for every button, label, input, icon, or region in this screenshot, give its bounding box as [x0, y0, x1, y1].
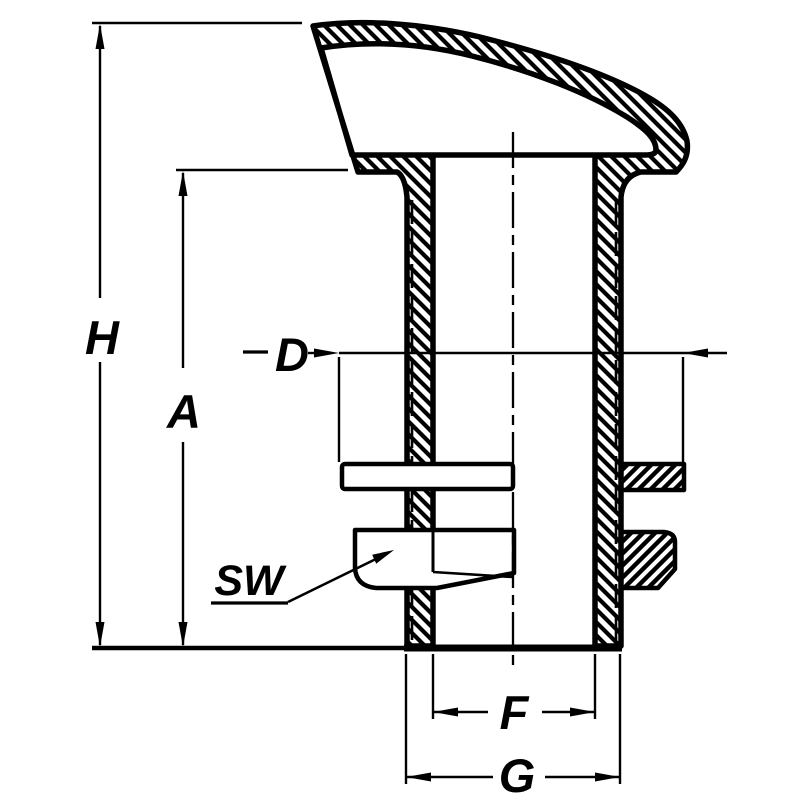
arrowhead-D-right — [683, 348, 708, 358]
arrowhead-H-down — [95, 622, 105, 647]
washer-section — [618, 461, 687, 493]
arrowhead-G-right — [595, 772, 620, 782]
callout-SW — [211, 555, 381, 605]
label-F: F — [500, 686, 530, 739]
dimension-A — [176, 168, 348, 645]
arrowhead-F-right — [570, 707, 595, 717]
washer-front-view — [339, 461, 516, 492]
arrowhead-G-left — [406, 772, 431, 782]
arrowhead-SW — [372, 550, 394, 564]
arrowhead-A-up — [178, 171, 188, 196]
label-G: G — [499, 749, 536, 800]
hex-nut-section — [618, 529, 678, 591]
arrowhead-D-left — [314, 348, 339, 358]
label-D: D — [275, 328, 309, 381]
arrowhead-A-down — [178, 622, 188, 647]
label-SW: SW — [214, 557, 287, 605]
label-H: H — [85, 311, 120, 364]
SW-leader-line — [287, 555, 381, 604]
nut-chamfer-line — [432, 570, 513, 579]
arrowhead-H-up — [95, 24, 105, 49]
arrowhead-F-left — [433, 707, 458, 717]
label-A: A — [166, 385, 201, 438]
dimension-H — [92, 21, 302, 645]
